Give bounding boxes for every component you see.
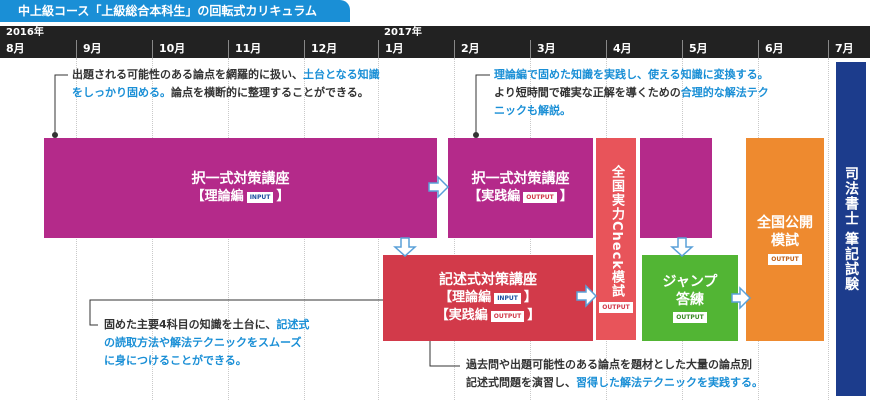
note-practice-description: 理論編で固めた知識を実践し、使える知識に変換する。 より短時間で確実な正解を導く… — [494, 68, 769, 117]
national-open-mock-exam-box: 全国公開 模試 OUTPUT — [746, 138, 824, 341]
month-jun: 6月 — [758, 40, 828, 58]
note-written-practice-description: 過去問や出題可能性のある論点を題材とした大量の論点別 記述式問題を演習し、習得し… — [466, 358, 763, 389]
page-title: 中上級コース「上級総合本科生」の回転式カリキュラム — [0, 0, 350, 22]
input-badge: INPUT — [494, 292, 521, 304]
output-badge: OUTPUT — [768, 254, 802, 265]
month-may: 5月 — [682, 40, 758, 58]
month-dec: 12月 — [304, 40, 378, 58]
grid-line — [828, 58, 829, 400]
year-label-2016: 2016年 — [6, 27, 44, 38]
written-course-box: 記述式対策講座 【理論編 INPUT 】 【実践編 OUTPUT 】 — [383, 255, 593, 341]
national-check-mock-exam-box: 全国実力Check模試 OUTPUT — [596, 138, 636, 340]
month-oct: 10月 — [152, 40, 228, 58]
output-badge: OUTPUT — [599, 301, 633, 313]
written-exam-box: 司法書士 筆記試験 — [836, 62, 866, 396]
month-nov: 11月 — [228, 40, 304, 58]
month-feb: 2月 — [454, 40, 530, 58]
output-badge: OUTPUT — [523, 191, 557, 203]
month-apr: 4月 — [606, 40, 682, 58]
choice-practice-continuation-box — [640, 138, 712, 238]
note-written-theory-description: 固めた主要4科目の知識を土台に、記述式 の読取方法や解法テクニックをスムーズ に… — [104, 318, 310, 367]
choice-theory-course-box: 択一式対策講座 【理論編 INPUT 】 — [44, 138, 437, 238]
timeline-bar: 2016年 2017年 8月 9月 10月 11月 12月 1月 2月 3月 4… — [0, 26, 870, 58]
year-label-2017: 2017年 — [384, 27, 422, 38]
choice-practice-course-box: 択一式対策講座 【実践編 OUTPUT 】 — [448, 138, 593, 238]
month-jul: 7月 — [828, 40, 870, 58]
month-mar: 3月 — [530, 40, 606, 58]
jump-drill-box: ジャンプ 答練 OUTPUT — [642, 255, 738, 341]
month-aug: 8月 — [6, 42, 25, 55]
month-sep: 9月 — [76, 40, 152, 58]
note-theory-description: 出題される可能性のある論点を網羅的に扱い、土台となる知識 をしっかり固める。論点… — [72, 68, 380, 99]
month-jan: 1月 — [378, 40, 454, 58]
output-badge: OUTPUT — [490, 310, 525, 322]
output-badge: OUTPUT — [673, 312, 707, 323]
arrow-down-icon — [393, 237, 417, 258]
input-badge: INPUT — [246, 191, 274, 203]
